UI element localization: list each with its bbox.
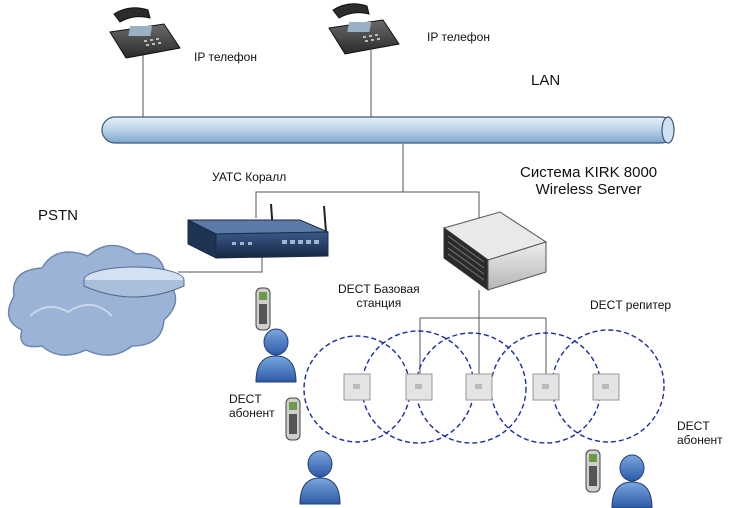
- user-icon: [299, 450, 341, 505]
- dect-handset-icon: [285, 397, 301, 441]
- connection-lines: [142, 50, 547, 380]
- user-icon: [255, 328, 297, 383]
- dect-base-station-icon: [405, 373, 433, 401]
- kirk-server-icon: [442, 211, 548, 291]
- kirk-label-line1: Система KIRK 8000: [520, 164, 658, 181]
- dect-subscriber-label-line2: абонент: [229, 406, 275, 420]
- user-icon: [611, 454, 653, 508]
- lan-bus: [101, 116, 675, 144]
- dect-repeater-icon: [532, 373, 560, 401]
- pbx-router-icon: [187, 203, 329, 259]
- ip-phone-label: IP телефон: [194, 50, 257, 64]
- dect-subscriber-label-line2: абонент: [677, 433, 723, 447]
- ip-phone-icon: [328, 3, 400, 55]
- ip-phone-icon: [109, 7, 181, 59]
- lan-label: LAN: [531, 72, 561, 89]
- dect-handset-icon: [585, 449, 601, 493]
- dect-subscriber-label-line1: DECT: [677, 419, 710, 433]
- dect-subscriber-label: DECT абонент: [229, 392, 275, 420]
- pstn-cloud-icon: [7, 244, 185, 356]
- dect-repeater-icon: [592, 373, 620, 401]
- dect-base-station-icon: [465, 373, 493, 401]
- dect-subscriber-label-line1: DECT: [229, 392, 262, 406]
- pstn-label: PSTN: [38, 207, 79, 224]
- dect-handset-icon: [255, 287, 271, 331]
- kirk-label-line2: Wireless Server: [535, 181, 642, 198]
- ip-phone-label: IP телефон: [427, 30, 490, 44]
- dect-base-label-line1: DECT Базовая: [338, 282, 420, 296]
- dect-base-label-line2: станция: [356, 296, 402, 310]
- dect-base-label: DECT Базовая станция: [338, 282, 420, 310]
- dect-repeater-label: DECT репитер: [590, 298, 672, 312]
- pbx-label: УАТС Коралл: [212, 170, 287, 184]
- dect-base-station-icon: [343, 373, 371, 401]
- kirk-system-label: Система KIRK 8000 Wireless Server: [520, 164, 657, 198]
- dect-subscriber-label: DECT абонент: [677, 419, 723, 447]
